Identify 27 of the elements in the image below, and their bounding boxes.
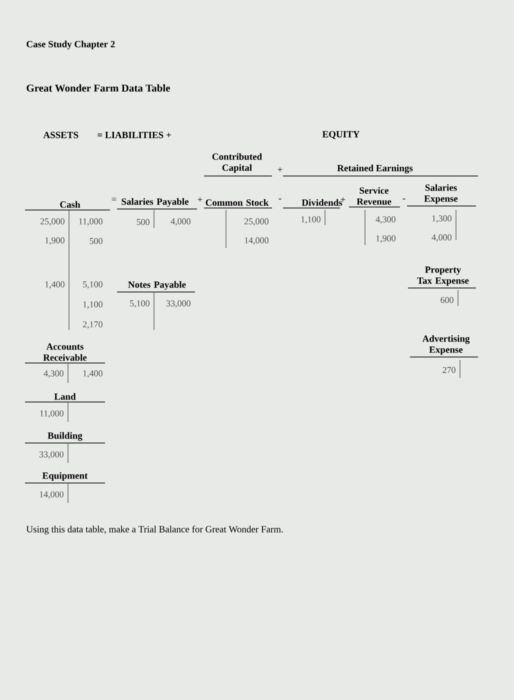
operator-sign: +	[198, 197, 202, 202]
t-account: Notes Payable 5,100 33,000	[116, 281, 196, 330]
caption: Using this data table, make a Trial Balance for Great Wonder Farm.	[26, 526, 283, 534]
t-account: Dividends 1,100	[282, 199, 342, 226]
section-heading: Retained Earnings	[282, 164, 478, 176]
t-account: Cash 25,000 11,000 1,900 500 1,400 5,100 1,100 2,170	[24, 201, 110, 330]
t-account: Service Revenue 4,300 1,900	[348, 187, 400, 246]
t-account: Equipment 14,000	[24, 472, 106, 504]
heading: Case Study Chapter 2	[26, 40, 115, 50]
heading: ASSETS	[43, 132, 78, 138]
heading: EQUITY	[322, 131, 360, 139]
operator-sign: +	[278, 167, 282, 172]
t-account: Salaries Payable 500 4,000	[116, 198, 198, 228]
t-account: Common Stock 25,000 14,000	[204, 199, 272, 248]
operator-sign: -	[278, 198, 282, 200]
heading: = LIABILITIES +	[98, 132, 171, 138]
t-account: Advertising Expense 270	[410, 335, 478, 378]
t-account: Accounts Receivable 4,300 1,400	[24, 343, 106, 384]
section-heading: Contributed Capital	[204, 153, 272, 176]
t-account: Building 33,000	[24, 432, 106, 464]
operator-sign: -	[402, 198, 406, 200]
title: Great Wonder Farm Data Table	[26, 84, 170, 92]
operator-sign: =	[112, 198, 116, 200]
t-account: Property Tax Expense 600	[408, 266, 476, 306]
t-account: Salaries Expense 1,300 4,000	[406, 184, 476, 242]
operator-sign: +	[340, 197, 346, 202]
t-account: Land 11,000	[24, 393, 106, 422]
